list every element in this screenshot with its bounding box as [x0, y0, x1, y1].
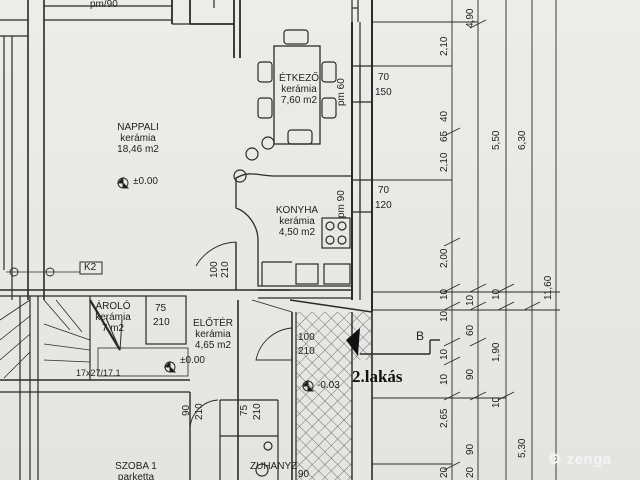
watermark: ⚙ zenga — [548, 452, 612, 467]
dim-col1: 10 — [439, 288, 450, 300]
room-area: 7 m2 — [101, 323, 125, 334]
window-etkezo-width: 70 — [378, 72, 390, 83]
door-d2-width: 75 — [155, 303, 167, 314]
dim-col2: 90 — [465, 443, 476, 455]
room-konyha-label: KONYHA kerámia 4,50 m2 — [266, 205, 328, 238]
k2-tag: K2 — [84, 262, 97, 273]
dim-col1: 2,10 — [439, 152, 450, 172]
room-material: parketta — [117, 472, 155, 480]
dim-col1: 20 — [439, 466, 450, 478]
dim-col2: 90 — [465, 368, 476, 380]
watermark-icon: ⚙ — [548, 451, 562, 468]
window-konyha-width: 70 — [378, 185, 390, 196]
dim-col3: 10 — [491, 288, 502, 300]
dim-col4: 5,30 — [517, 438, 528, 458]
room-area: 18,46 m2 — [117, 144, 159, 155]
room-name: ÁROLÓ — [95, 301, 131, 312]
dim-col1: 2,10 — [439, 36, 450, 56]
door-d5-width: 75 — [239, 404, 250, 416]
apartment-label: 2.lakás — [352, 367, 403, 386]
room-name: ELŐTÉR — [192, 318, 233, 329]
room-eloter-label: ELŐTÉR kerámia 4,65 m2 — [180, 318, 246, 351]
room-material: kerámia — [279, 216, 315, 227]
dim-col3: 10 — [491, 396, 502, 408]
room-name: KONYHA — [275, 205, 319, 216]
room-name: ÉTKEZŐ — [278, 73, 319, 84]
level-eloter: ±0.00 — [180, 355, 205, 366]
dim-col1: 10 — [439, 348, 450, 360]
dim-col1: 10 — [439, 373, 450, 385]
level-nappali: ±0.00 — [133, 176, 158, 187]
dim-col1: 10 — [439, 310, 450, 322]
dim-col3: 1,90 — [491, 342, 502, 362]
watermark-text: zenga — [566, 451, 612, 468]
level-entry: -0.03 — [317, 380, 340, 391]
dim-col2: 60 — [465, 324, 476, 336]
door-d1-width: 100 — [209, 261, 220, 278]
dim-col4: 6,30 — [517, 130, 528, 150]
room-tarolo-label: ÁROLÓ kerámia 7 m2 — [86, 301, 140, 334]
door-d3-width: 100 — [298, 332, 315, 343]
room-szoba1-label: SZOBA 1 parketta — [104, 461, 168, 480]
door-d6-width: 90 — [298, 469, 310, 480]
room-material: kerámia — [95, 312, 131, 323]
window-konyha-height: 120 — [375, 200, 392, 211]
room-material: kerámia — [195, 329, 231, 340]
door-d2-height: 210 — [153, 317, 170, 328]
room-etkezo-label: ÉTKEZŐ kerámia 7,60 m2 — [268, 73, 330, 106]
room-material: kerámia — [120, 133, 156, 144]
dim-col5: 11,60 — [543, 275, 554, 300]
dim-col1: 40 — [439, 110, 450, 122]
dim-col2: 20 — [465, 466, 476, 478]
dim-col1: 65 — [439, 130, 450, 142]
dim-col2: 4,90 — [465, 8, 476, 28]
top-cut-label: pm/90 — [90, 0, 118, 10]
door-d4-width: 90 — [181, 404, 192, 416]
stair-spec: 17x27/17.1 — [76, 368, 121, 378]
room-material: kerámia — [281, 84, 317, 95]
door-d3-height: 210 — [298, 346, 315, 357]
window-etkezo-parapet: pm 60 — [336, 78, 347, 106]
room-nappali-label: NAPPALI kerámia 18,46 m2 — [100, 122, 176, 155]
dim-col2: 10 — [465, 294, 476, 306]
dim-col1: 2,65 — [439, 408, 450, 428]
section-mark: B — [416, 329, 425, 343]
room-zuhany-label: ZUHANYZ — [250, 461, 298, 472]
window-etkezo-height: 150 — [375, 87, 392, 98]
room-name: NAPPALI — [117, 122, 159, 133]
room-area: 7,60 m2 — [280, 95, 318, 106]
dim-col3: 5,50 — [491, 130, 502, 150]
room-name: SZOBA 1 — [115, 461, 157, 472]
room-area: 4,65 m2 — [194, 340, 232, 351]
dim-col1: 2,00 — [439, 248, 450, 268]
door-d5-height: 210 — [252, 403, 263, 420]
door-d1-height: 210 — [220, 261, 231, 278]
room-area: 4,50 m2 — [278, 227, 316, 238]
door-d4-height: 210 — [194, 403, 205, 420]
window-konyha-parapet: pm 90 — [336, 190, 347, 218]
